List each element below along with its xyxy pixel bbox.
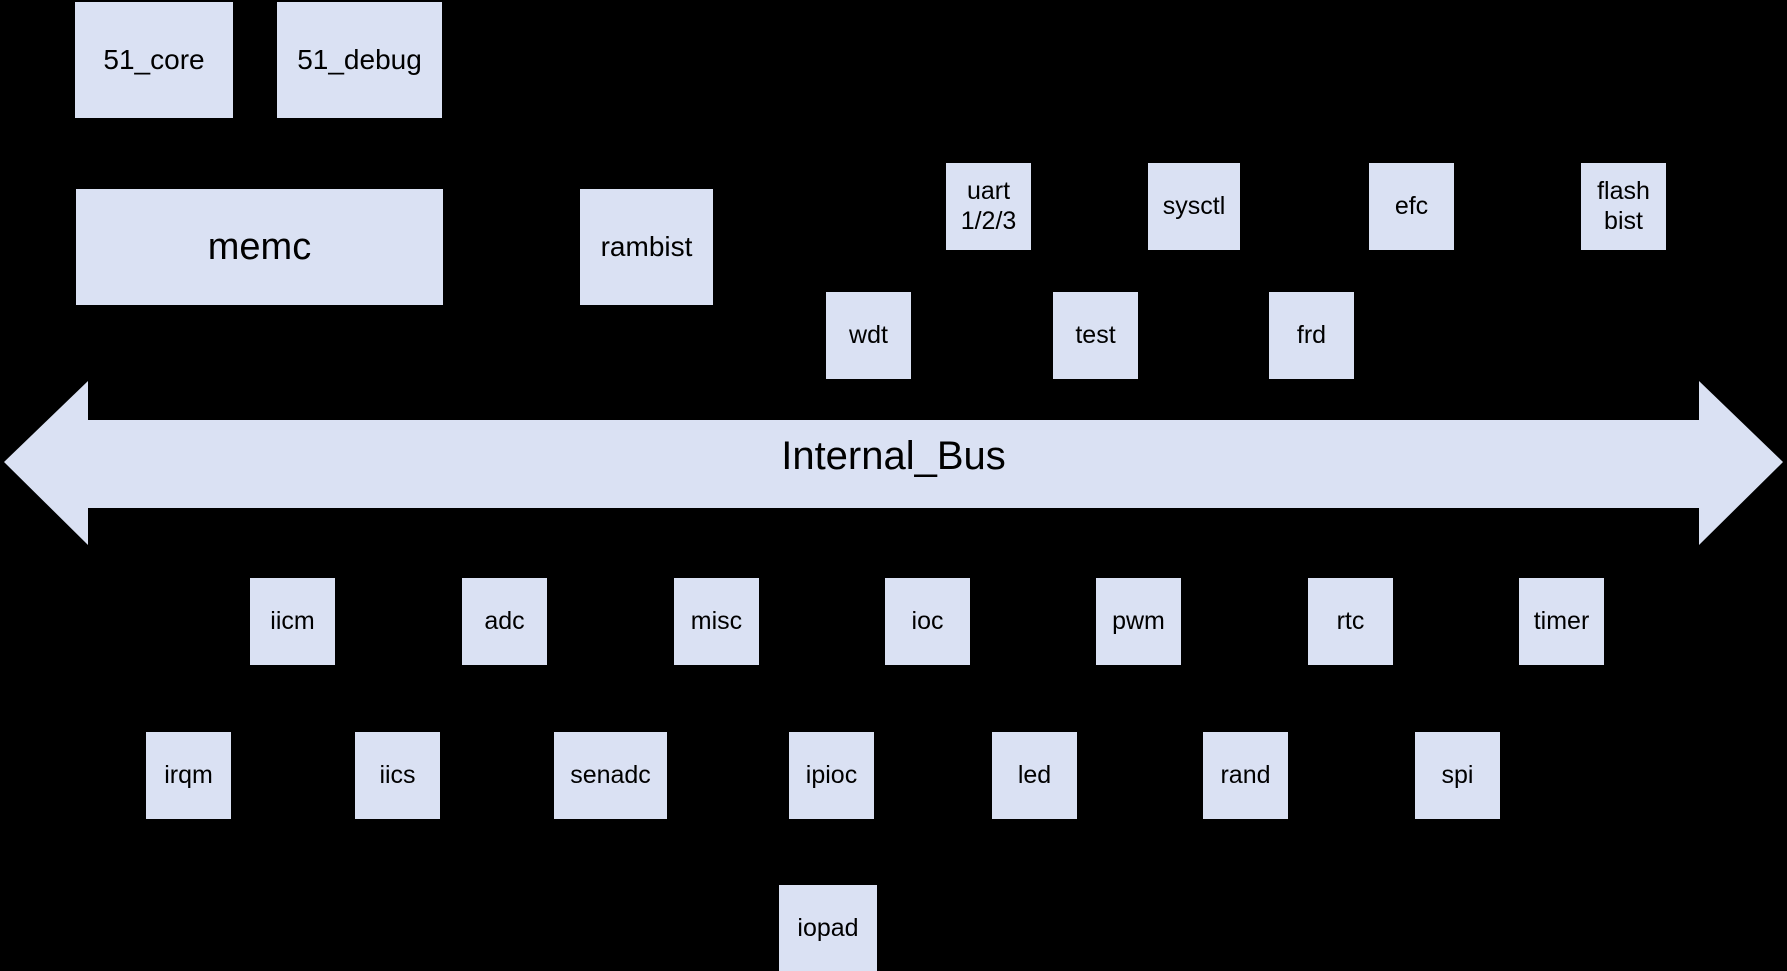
block-rtc[interactable]: rtc bbox=[1308, 578, 1393, 665]
block-timer[interactable]: timer bbox=[1519, 578, 1604, 665]
block-ioc[interactable]: ioc bbox=[885, 578, 970, 665]
block-flash-bist[interactable]: flash bist bbox=[1581, 163, 1666, 250]
block-rand[interactable]: rand bbox=[1203, 732, 1288, 819]
block-irqm[interactable]: irqm bbox=[146, 732, 231, 819]
block-uart-1-2-3[interactable]: uart 1/2/3 bbox=[946, 163, 1031, 250]
block-adc[interactable]: adc bbox=[462, 578, 547, 665]
block-iopad[interactable]: iopad bbox=[779, 885, 877, 971]
block-spi[interactable]: spi bbox=[1415, 732, 1500, 819]
block-senadc[interactable]: senadc bbox=[554, 732, 667, 819]
block-memc[interactable]: memc bbox=[76, 189, 443, 305]
block-51-debug[interactable]: 51_debug bbox=[277, 2, 442, 118]
block-test[interactable]: test bbox=[1053, 292, 1138, 379]
block-led[interactable]: led bbox=[992, 732, 1077, 819]
internal-bus-arrow bbox=[0, 370, 1787, 560]
double-headed-arrow-polygon bbox=[4, 381, 1783, 545]
block-rambist[interactable]: rambist bbox=[580, 189, 713, 305]
block-frd[interactable]: frd bbox=[1269, 292, 1354, 379]
bus-arrow-shape bbox=[4, 381, 1783, 545]
block-wdt[interactable]: wdt bbox=[826, 292, 911, 379]
block-efc[interactable]: efc bbox=[1369, 163, 1454, 250]
block-ipioc[interactable]: ipioc bbox=[789, 732, 874, 819]
block-sysctl[interactable]: sysctl bbox=[1148, 163, 1240, 250]
block-pwm[interactable]: pwm bbox=[1096, 578, 1181, 665]
block-iicm[interactable]: iicm bbox=[250, 578, 335, 665]
block-iics[interactable]: iics bbox=[355, 732, 440, 819]
block-51-core[interactable]: 51_core bbox=[75, 2, 233, 118]
block-misc[interactable]: misc bbox=[674, 578, 759, 665]
